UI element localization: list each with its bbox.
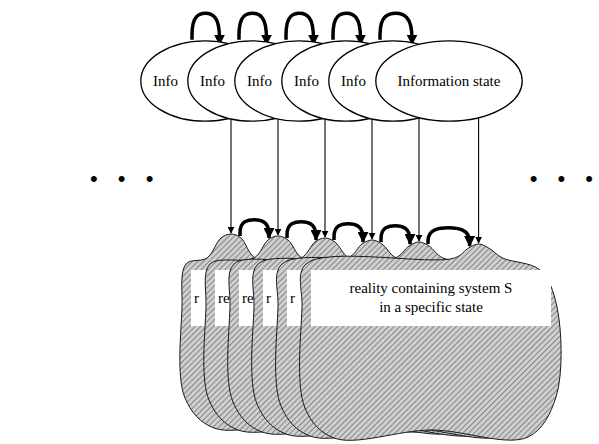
reality-label: r [290, 289, 295, 308]
transition-arrow [287, 222, 316, 240]
transition-arrow [381, 226, 410, 244]
mapping-arrow [371, 119, 372, 239]
transition-arrow [428, 228, 470, 246]
state-label: Info [294, 72, 319, 90]
transition-arrow [192, 13, 220, 44]
transition-arrow [286, 13, 314, 44]
blob-shape [300, 244, 562, 440]
reality-label: r [194, 289, 199, 308]
mapping-arrow [230, 119, 231, 233]
reality-label: reality containing system S in a specifi… [348, 279, 515, 317]
label-box: reality containing system S in a specifi… [311, 270, 551, 326]
information-state-ellipse: Information state [375, 40, 523, 122]
state-label: Info [341, 72, 366, 90]
state-label: Info [247, 72, 272, 90]
state-label: Info [200, 72, 225, 90]
reality-label: re [242, 289, 254, 308]
transition-arrow [239, 13, 267, 44]
continuation-wrap: • • • [90, 166, 153, 192]
state-label: Info [153, 72, 178, 90]
blob-outline [300, 222, 562, 442]
reality-blob: reality containing system S in a specifi… [300, 222, 562, 442]
transition-arrow [380, 13, 412, 44]
transition-arrow [333, 13, 361, 44]
continuation-dots: • • • [530, 166, 593, 192]
state-label: Information state [398, 72, 501, 90]
mapping-arrow [277, 119, 278, 235]
reality-label: r [266, 289, 271, 308]
mapping-arrow [418, 119, 419, 241]
continuation-wrap: • • • [530, 166, 593, 192]
mapping-arrow [478, 119, 479, 243]
transition-arrow [334, 224, 363, 242]
transition-arrow [240, 220, 269, 238]
continuation-dots: • • • [90, 166, 153, 192]
ellipse-shape [376, 41, 522, 121]
mapping-arrow [324, 119, 325, 237]
reality-label: re [218, 289, 230, 308]
